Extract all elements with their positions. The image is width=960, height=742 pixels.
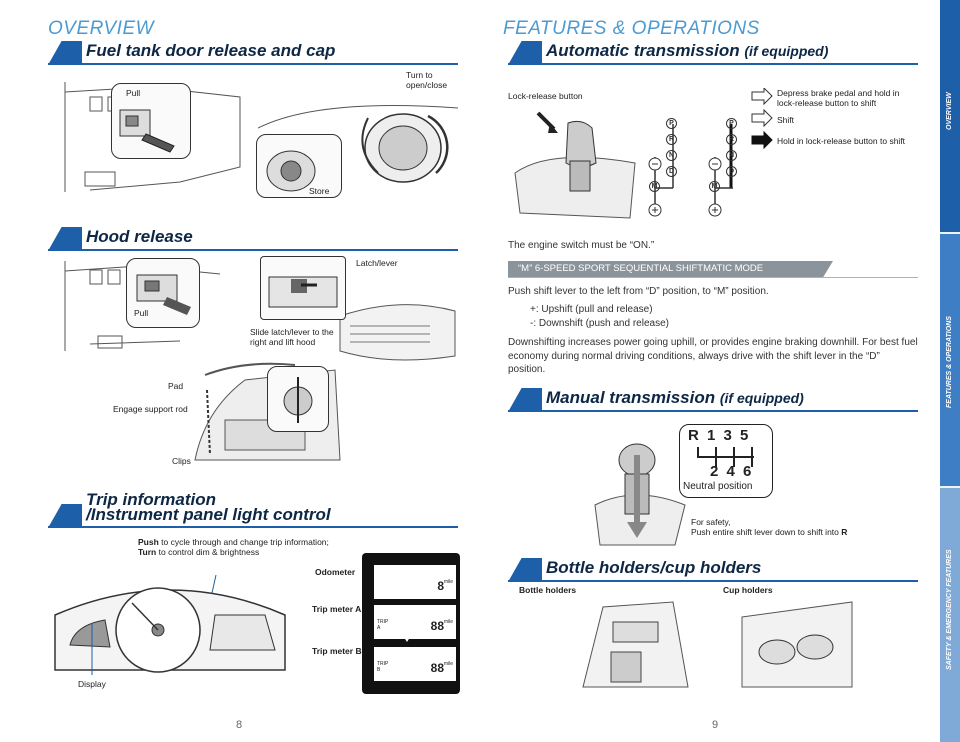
label-bottle-holders: Bottle holders bbox=[519, 585, 577, 595]
legend-depress-brake: Depress brake pedal and hold in lock-rel… bbox=[777, 88, 900, 108]
gear-pattern-bottom: 2 4 6 bbox=[710, 463, 754, 480]
label-display: Display bbox=[78, 679, 106, 689]
text-upshift: +: Upshift (pull and release) bbox=[530, 304, 653, 315]
fuel-cap-illustration bbox=[258, 105, 458, 183]
section-title: Fuel tank door release and cap bbox=[86, 41, 336, 60]
section-title: Automatic transmission (if equipped) bbox=[546, 41, 829, 60]
trip-b-screen: TRIP B 88 mile bbox=[374, 647, 456, 681]
section-bottle-holders: Bottle holders/cup holders bbox=[508, 558, 918, 582]
odometer-screen: 8 mile bbox=[374, 565, 456, 599]
label-pad: Pad bbox=[168, 381, 184, 391]
trip-a-screen: TRIP A 88 mile bbox=[374, 605, 456, 639]
text-engine-switch-on: The engine switch must be “ON.” bbox=[508, 240, 655, 251]
sidebar-label-overview: OVERVIEW bbox=[946, 92, 953, 130]
hood-lever-detail-box bbox=[126, 258, 200, 328]
odometer-unit: mile bbox=[443, 579, 453, 585]
sidebar-tab-features[interactable] bbox=[940, 234, 960, 486]
gear-pattern-box: R 1 3 5 2 4 6 Neutral position bbox=[679, 424, 773, 498]
arrow-down-icon bbox=[402, 590, 412, 598]
label-trip-meter-a: Trip meter A bbox=[312, 604, 362, 614]
label-engage-support-rod: Engage support rod bbox=[113, 404, 188, 414]
mode-banner: “M” 6-SPEED SPORT SEQUENTIAL SHIFTMATIC … bbox=[508, 261, 833, 277]
sidebar-label-features: FEATURES & OPERATIONS bbox=[946, 316, 953, 408]
trip-display-panel: 8 mile TRIP A 88 mile TRIP B 88 mile bbox=[362, 553, 460, 694]
section-hood-release: Hood release bbox=[48, 227, 458, 251]
gate-letter-m-2: M bbox=[709, 181, 720, 192]
text-downshift: -: Downshift (push and release) bbox=[530, 318, 669, 329]
section-fuel-tank: Fuel tank door release and cap bbox=[48, 41, 458, 65]
label-pull: Pull bbox=[126, 88, 141, 98]
trip-a-tag: TRIP A bbox=[377, 619, 389, 631]
arrow-down-icon bbox=[402, 634, 412, 642]
trip-b-value: 88 bbox=[430, 661, 444, 675]
section-title-line1: Trip information bbox=[86, 490, 217, 509]
section-title: Manual transmission (if equipped) bbox=[546, 388, 804, 407]
sidebar-tab-overview[interactable] bbox=[940, 0, 960, 232]
label-clips: Clips bbox=[172, 456, 191, 466]
support-rod-detail-box bbox=[267, 366, 329, 432]
trip-a-value: 88 bbox=[430, 619, 444, 633]
section-title: Bottle holders/cup holders bbox=[546, 558, 762, 577]
section-manual-transmission: Manual transmission (if equipped) bbox=[508, 388, 918, 412]
label-lock-release-button: Lock-release button bbox=[508, 91, 583, 101]
fuel-cap-store-box bbox=[256, 134, 342, 198]
page-number-left: 8 bbox=[236, 719, 243, 731]
label-cup-holders: Cup holders bbox=[723, 585, 773, 595]
gate-letters-2: P R N D bbox=[726, 115, 737, 179]
automatic-shifter-illustration bbox=[514, 111, 636, 219]
page-number-right: 9 bbox=[712, 719, 719, 731]
gate-letters-1: P R N D bbox=[666, 115, 677, 179]
trip-b-unit: mile bbox=[443, 661, 453, 667]
hood-latch-illustration bbox=[339, 304, 456, 361]
instrument-cluster-illustration bbox=[54, 575, 286, 675]
section-automatic-transmission: Automatic transmission (if equipped) bbox=[508, 41, 918, 65]
page-heading-overview: OVERVIEW bbox=[48, 18, 155, 39]
label-latch-lever: Latch/lever bbox=[356, 258, 398, 268]
label-trip-meter-b: Trip meter B bbox=[312, 646, 362, 656]
manual-shifter-illustration bbox=[594, 443, 686, 546]
mode-rule bbox=[508, 277, 918, 278]
section-title: Hood release bbox=[86, 227, 193, 246]
gate-letter-m-1: M bbox=[649, 181, 660, 192]
label-push-turn: Push to cycle through and change trip in… bbox=[138, 537, 329, 557]
legend-hold-lock: Hold in lock-release button to shift bbox=[777, 136, 906, 146]
sidebar-label-safety: SAFETY & EMERGENCY FEATURES bbox=[946, 549, 953, 670]
label-odometer: Odometer bbox=[315, 567, 356, 577]
chapter-sidebar bbox=[940, 0, 960, 742]
label-slide-latch: Slide latch/lever to the right and lift … bbox=[250, 327, 334, 347]
page-heading-features: FEATURES & OPERATIONS bbox=[503, 18, 760, 39]
hood-latch-detail-box bbox=[260, 256, 346, 320]
legend-shift: Shift bbox=[777, 115, 795, 125]
text-push-shift-lever: Push shift lever to the left from “D” po… bbox=[508, 286, 769, 297]
odometer-value: 8 bbox=[437, 579, 444, 593]
legend-arrows bbox=[751, 88, 773, 150]
fuel-lever-detail-box bbox=[111, 83, 191, 159]
label-turn-to-open: Turn to open/close bbox=[406, 70, 448, 90]
section-title: Trip information /Instrument panel light… bbox=[86, 490, 331, 524]
label-store: Store bbox=[309, 186, 330, 196]
label-for-safety: For safety, Push entire shift lever down… bbox=[691, 517, 848, 537]
bottle-holder-illustration bbox=[582, 601, 689, 688]
label-hood-pull: Pull bbox=[134, 308, 149, 318]
sidebar-tab-safety[interactable] bbox=[940, 488, 960, 742]
cup-holder-illustration bbox=[741, 601, 853, 688]
section-title-line2: /Instrument panel light control bbox=[86, 505, 331, 524]
trip-b-tag: TRIP B bbox=[377, 661, 389, 673]
trip-a-unit: mile bbox=[443, 619, 453, 625]
label-neutral-position: Neutral position bbox=[683, 481, 753, 492]
gear-pattern-top: R 1 3 5 bbox=[688, 427, 751, 444]
text-downshifting-info: Downshifting increases power going uphil… bbox=[508, 337, 918, 375]
section-trip-information: Trip information /Instrument panel light… bbox=[48, 490, 458, 528]
